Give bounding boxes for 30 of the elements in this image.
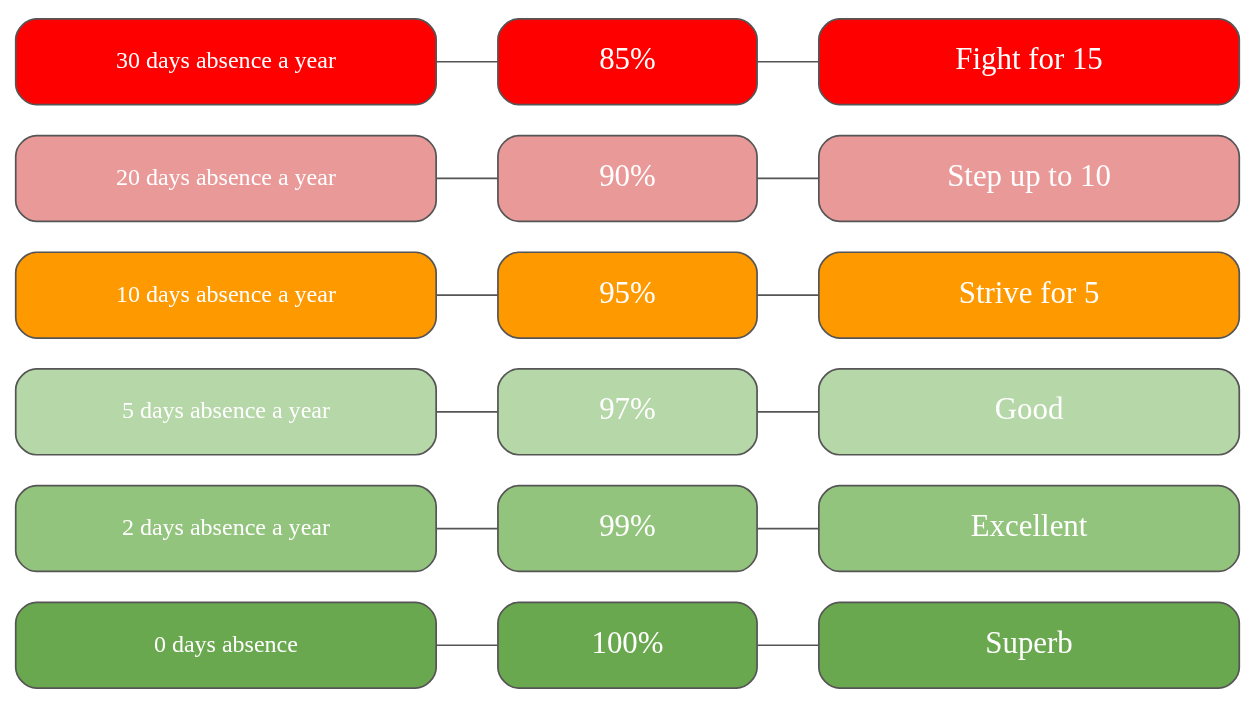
node-box: 97% [497,368,758,456]
node-box: 90% [497,134,758,223]
connector [756,527,820,530]
node-box: 30 days absence a year [14,18,438,106]
node-box: 100% [497,601,758,689]
node-box: 5 days absence a year [14,368,438,456]
node-box: Fight for 15 [818,18,1241,106]
node-box: 10 days absence a year [14,251,438,339]
node-box: Good [818,368,1241,456]
connector [435,411,499,413]
node-box: 0 days absence [14,601,438,689]
node-box: 20 days absence a year [14,134,438,223]
connector [435,177,499,180]
node-box: Step up to 10 [818,134,1241,223]
node-box: 95% [497,251,758,339]
node-box: Superb [818,601,1241,689]
node-box: 99% [497,484,758,573]
node-box: 2 days absence a year [14,484,438,573]
connector [435,294,499,296]
connector [756,60,820,63]
connector [435,527,499,530]
connector [435,60,499,63]
connector [756,411,820,413]
node-box: Excellent [818,484,1241,573]
connector [756,644,820,647]
node-box: 85% [497,18,758,106]
connector [756,294,820,296]
connector [756,177,820,180]
connector [435,644,499,647]
node-box: Strive for 5 [818,251,1241,339]
